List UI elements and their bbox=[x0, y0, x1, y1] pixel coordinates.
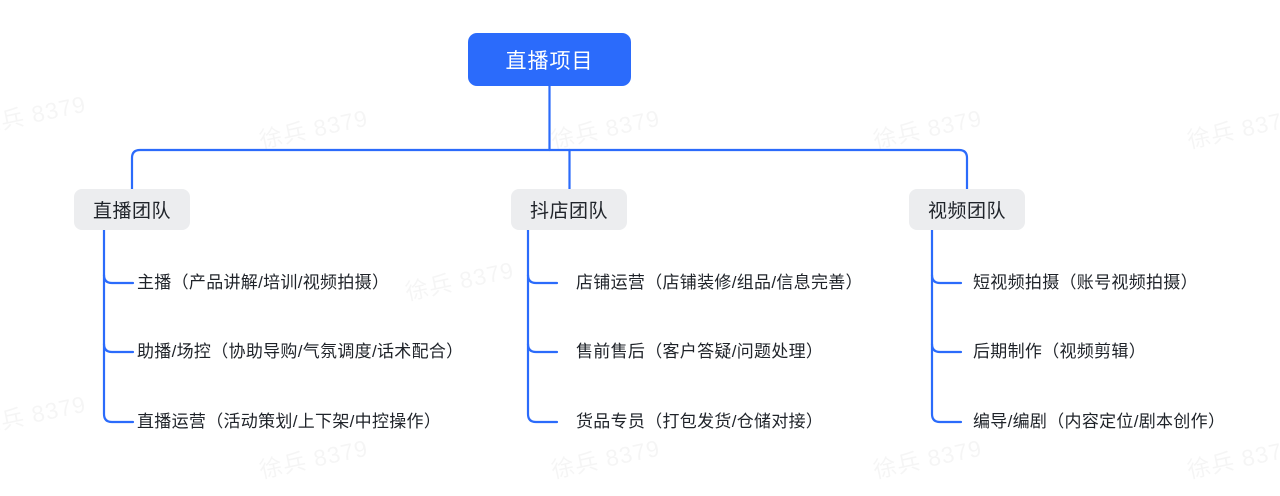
connector-team-0-elbow-0 bbox=[102, 273, 135, 285]
team-node-shop[interactable]: 抖店团队 bbox=[511, 189, 627, 230]
connector-team-1-trunk bbox=[526, 228, 559, 424]
connector-team-1-elbow-1 bbox=[526, 342, 559, 354]
leaf-node[interactable]: 货品专员（打包发货/仓储对接） bbox=[576, 412, 824, 431]
leaf-node[interactable]: 助播/场控（协助导购/气氛调度/话术配合） bbox=[137, 342, 464, 361]
watermark-text: 徐兵 8379 bbox=[256, 99, 371, 155]
watermark-text: 徐兵 8379 bbox=[870, 99, 985, 155]
connector-team-1-elbow-0 bbox=[526, 273, 559, 285]
leaf-node[interactable]: 主播（产品讲解/培训/视频拍摄） bbox=[137, 273, 390, 292]
connector-team-0-trunk bbox=[102, 228, 135, 424]
connector-team-0-elbow-1 bbox=[102, 342, 135, 354]
connector-root-bus bbox=[130, 148, 969, 191]
watermark-text: 徐兵 8379 bbox=[0, 385, 89, 441]
watermark-text: 徐兵 8379 bbox=[548, 429, 663, 485]
watermark-text: 徐兵 8379 bbox=[256, 429, 371, 485]
leaf-node[interactable]: 后期制作（视频剪辑） bbox=[973, 342, 1146, 361]
watermark-text: 徐兵 8379 bbox=[548, 99, 663, 155]
watermark-text: 徐兵 8379 bbox=[402, 251, 517, 307]
watermark-text: 徐兵 8379 bbox=[870, 429, 985, 485]
watermark-text: 徐兵 8379 bbox=[1184, 429, 1280, 485]
leaf-node[interactable]: 短视频拍摄（账号视频拍摄） bbox=[973, 273, 1198, 292]
connector-team-2-elbow-0 bbox=[930, 273, 963, 285]
watermark-text: 徐兵 8379 bbox=[0, 85, 89, 141]
leaf-node[interactable]: 直播运营（活动策划/上下架/中控操作） bbox=[137, 412, 442, 431]
leaf-node[interactable]: 编导/编剧（内容定位/剧本创作） bbox=[973, 412, 1226, 431]
watermark-text: 徐兵 8379 bbox=[1184, 99, 1280, 155]
leaf-node[interactable]: 售前售后（客户答疑/问题处理） bbox=[576, 342, 824, 361]
connector-team-2-trunk bbox=[930, 228, 963, 424]
team-node-video[interactable]: 视频团队 bbox=[909, 189, 1025, 230]
team-node-live[interactable]: 直播团队 bbox=[74, 189, 190, 230]
connector-team-2-elbow-1 bbox=[930, 342, 963, 354]
root-node[interactable]: 直播项目 bbox=[468, 33, 631, 86]
leaf-node[interactable]: 店铺运营（店铺装修/组品/信息完善） bbox=[576, 273, 863, 292]
